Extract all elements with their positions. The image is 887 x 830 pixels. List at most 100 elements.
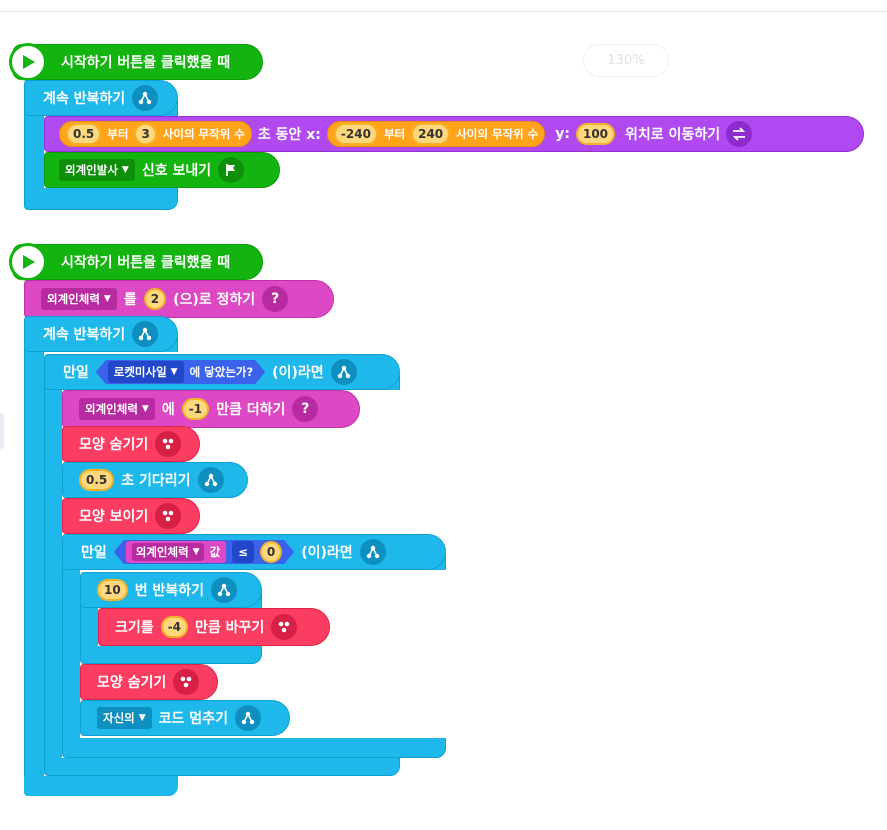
- x-random-label: 사이의 무작위 수: [456, 127, 539, 141]
- x-random-to-input[interactable]: 240: [411, 123, 451, 145]
- looks-dots-icon: [173, 669, 200, 695]
- forever-block-2[interactable]: 계속 반복하기: [24, 316, 178, 352]
- move-xy-block[interactable]: 0.5 부터 3 사이의 무작위 수 초 동안 x: -240 부터 240 사…: [44, 116, 864, 152]
- random-number-block-x[interactable]: -240 부터 240 사이의 무작위 수: [326, 121, 546, 147]
- add-variable-block[interactable]: 외계인체력 ▼ 에 -1 만큼 더하기 ?: [62, 390, 360, 428]
- hide-label: 모양 숨기기: [79, 437, 149, 453]
- forever-loop-bottom-2: [24, 776, 178, 796]
- variable-dropdown[interactable]: 외계인체력 ▼: [41, 288, 117, 310]
- size-tail-label: 만큼 바꾸기: [194, 620, 265, 636]
- variable-dropdown-value: 외계인체력: [85, 402, 138, 416]
- show-label: 모양 보이기: [79, 509, 149, 525]
- flow-icon: [132, 321, 159, 347]
- play-icon: [9, 243, 47, 281]
- touching-condition-block[interactable]: 로켓미사일 ▼ 에 닿았는가?: [96, 360, 265, 384]
- touching-object-dropdown[interactable]: 로켓미사일 ▼: [108, 361, 184, 383]
- hide-block-1[interactable]: 모양 숨기기: [62, 426, 200, 462]
- random-number-block-time[interactable]: 0.5 부터 3 사이의 무작위 수: [59, 121, 252, 147]
- size-label: 크기를: [115, 620, 154, 636]
- forever-block-1[interactable]: 계속 반복하기: [24, 80, 178, 116]
- looks-dots-icon: [155, 431, 182, 457]
- looks-dots-icon: [155, 503, 182, 529]
- y-input[interactable]: 100: [575, 123, 616, 145]
- variable-value-block[interactable]: 외계인체력 ▼ 값: [126, 541, 226, 563]
- signal-label: 신호 보내기: [141, 163, 212, 179]
- x-random-from-input[interactable]: -240: [333, 123, 378, 145]
- change-size-block[interactable]: 크기를 -4 만큼 바꾸기: [98, 608, 330, 646]
- chevron-down-icon: ▼: [103, 294, 111, 304]
- looks-dots-icon: [271, 614, 298, 640]
- show-block[interactable]: 모양 보이기: [62, 498, 200, 534]
- set-value-input[interactable]: 2: [143, 288, 167, 310]
- play-icon: [9, 43, 47, 81]
- repeat-block[interactable]: 10 번 반복하기: [80, 572, 262, 608]
- touching-object-value: 로켓미사일: [113, 365, 167, 379]
- signal-dropdown[interactable]: 외계인발사 ▼: [59, 159, 135, 181]
- question-icon: ?: [292, 396, 319, 422]
- flag-icon: [218, 157, 245, 183]
- variable-dropdown-value: 외계인체력: [47, 292, 100, 306]
- chevron-down-icon: ▼: [192, 547, 200, 557]
- question-icon: ?: [262, 286, 289, 312]
- hat-label: 시작하기 버튼을 클릭했을 때: [61, 55, 231, 71]
- variable-dropdown-value: 외계인체력: [135, 545, 189, 559]
- random-between-label: 부터: [107, 127, 129, 141]
- wait-tail-label: 초 기다리기: [121, 473, 191, 489]
- forever-label: 계속 반복하기: [43, 91, 126, 107]
- start-hat-block-2[interactable]: 시작하기 버튼을 클릭했을 때: [9, 243, 263, 281]
- forever-label: 계속 반복하기: [43, 327, 126, 343]
- add-particle-label: 에: [161, 402, 175, 418]
- random-from-input[interactable]: 0.5: [66, 123, 102, 145]
- send-signal-block[interactable]: 외계인발사 ▼ 신호 보내기: [44, 152, 280, 188]
- random-to-input[interactable]: 3: [134, 123, 157, 145]
- x-between-label: 부터: [383, 127, 406, 141]
- start-hat-block-1[interactable]: 시작하기 버튼을 클릭했을 때: [9, 43, 263, 81]
- side-panel-handle[interactable]: [0, 413, 4, 449]
- random-label: 사이의 무작위 수: [162, 127, 245, 141]
- hide-label: 모양 숨기기: [97, 675, 167, 691]
- chevron-down-icon: ▼: [138, 713, 146, 723]
- flow-icon: [234, 705, 261, 731]
- flow-icon: [132, 85, 159, 111]
- add-tail-label: 만큼 더하기: [216, 402, 286, 418]
- chevron-down-icon: ▼: [170, 367, 178, 377]
- zoom-level[interactable]: 130%: [583, 44, 669, 77]
- value-label: 값: [209, 545, 221, 559]
- size-value-input[interactable]: -4: [160, 616, 188, 638]
- wait-seconds-input[interactable]: 0.5: [79, 469, 115, 491]
- hide-block-2[interactable]: 모양 숨기기: [80, 664, 218, 700]
- set-particle-label: 를: [123, 292, 137, 308]
- stop-code-block[interactable]: 자신의 ▼ 코드 멈추기: [80, 700, 290, 736]
- set-variable-block[interactable]: 외계인체력 ▼ 를 2 (으)로 정하기 ?: [24, 280, 334, 318]
- repeat-count-input[interactable]: 10: [97, 579, 128, 601]
- variable-dropdown[interactable]: 외계인체력 ▼: [132, 543, 204, 561]
- y-label: y:: [555, 126, 570, 142]
- compare-value-input[interactable]: 0: [260, 541, 282, 563]
- if-tail-label: (이)라면: [272, 365, 324, 381]
- chevron-down-icon: ▼: [141, 404, 149, 414]
- signal-dropdown-value: 외계인발사: [65, 163, 118, 177]
- variable-dropdown[interactable]: 외계인체력 ▼: [79, 398, 155, 420]
- stop-tail-label: 코드 멈추기: [158, 711, 228, 727]
- operator-dropdown[interactable]: ≤: [232, 541, 254, 563]
- if-label: 만일: [81, 545, 107, 561]
- seconds-label: 초 동안 x:: [257, 127, 321, 143]
- set-tail-label: (으)로 정하기: [173, 292, 256, 308]
- repeat-tail-label: 번 반복하기: [134, 583, 204, 599]
- wait-block[interactable]: 0.5 초 기다리기: [62, 462, 248, 498]
- top-divider: [0, 11, 887, 12]
- stop-target-dropdown[interactable]: 자신의 ▼: [97, 707, 152, 729]
- compare-condition-block[interactable]: 외계인체력 ▼ 값 ≤ 0: [114, 540, 294, 564]
- stop-target-value: 자신의: [103, 711, 135, 725]
- flow-icon: [330, 359, 357, 385]
- hat-label: 시작하기 버튼을 클릭했을 때: [61, 255, 231, 271]
- chevron-down-icon: ▼: [121, 165, 129, 175]
- flow-icon: [359, 539, 386, 565]
- add-value-input[interactable]: -1: [181, 398, 210, 420]
- if-compare-block[interactable]: 만일 외계인체력 ▼ 값 ≤ 0 (이)라면: [62, 534, 446, 570]
- if-touching-block[interactable]: 만일 로켓미사일 ▼ 에 닿았는가? (이)라면: [44, 354, 400, 390]
- touching-label: 에 닿았는가?: [189, 365, 254, 379]
- flow-icon: [197, 467, 224, 493]
- move-arrows-icon: [726, 121, 753, 147]
- move-tail-label: 위치로 이동하기: [625, 127, 721, 143]
